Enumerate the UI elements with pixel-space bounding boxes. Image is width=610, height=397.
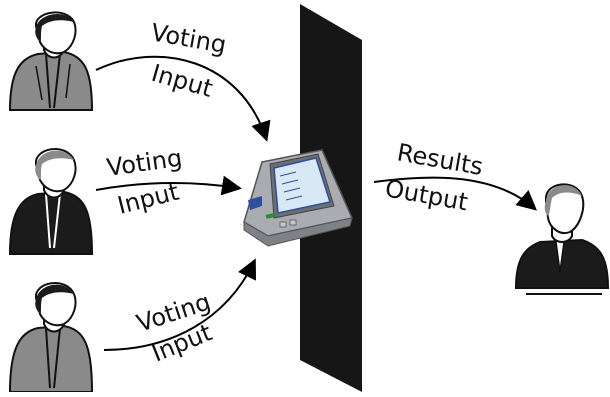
arrow-voter2-to-terminal: [95, 175, 242, 196]
voter1-label-line1: Voting: [149, 18, 228, 59]
voter2-label-line1: Voting: [105, 144, 184, 182]
arrow-voter1-to-terminal: [95, 55, 271, 142]
voter-icon: [8, 281, 94, 393]
official-icon: [514, 183, 610, 295]
arrow-terminal-to-official: [373, 176, 538, 211]
arrow-voter3-to-terminal: [103, 258, 257, 351]
output-label-line2: Output: [383, 174, 470, 216]
voting-terminal-icon: [243, 149, 354, 247]
voter1-label-line2: Input: [148, 59, 215, 103]
voter2-label-line2: Input: [115, 178, 182, 220]
voter-icon: [8, 11, 94, 111]
output-label-line1: Results: [395, 138, 485, 181]
voter-icon: [8, 147, 94, 255]
